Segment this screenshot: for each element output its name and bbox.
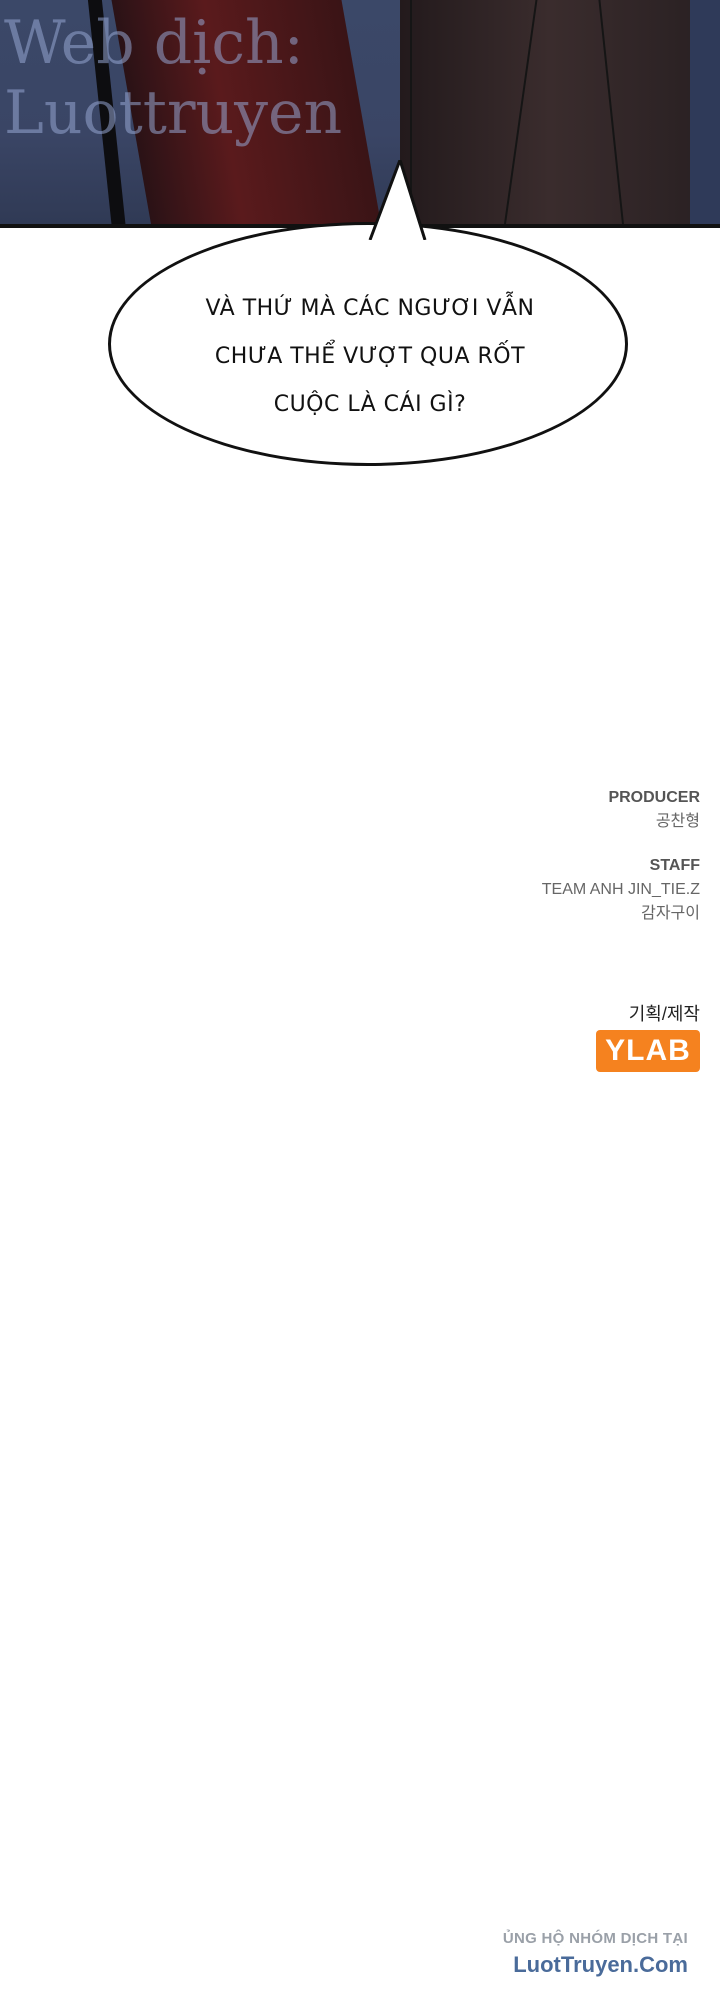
watermark-text: Web dịch: Luottruyen	[4, 8, 343, 148]
speech-bubble	[108, 222, 628, 466]
speech-bubble-tail	[368, 160, 427, 240]
producer-name: 공찬형	[655, 813, 700, 830]
planning-production-label: 기획/제작	[628, 1004, 700, 1024]
staff-name: 감자구이	[641, 905, 700, 922]
bubble-line: VÀ THỨ MÀ CÁC NGƯƠI VẪN	[205, 296, 535, 321]
dark-robe	[400, 0, 700, 224]
speech-bubble-text: VÀ THỨ MÀ CÁC NGƯƠI VẪN CHƯA THỂ VƯỢT QU…	[160, 285, 580, 429]
credits-block: PRODUCER 공찬형 STAFF TEAM ANH JIN_TIE.Z 감자…	[542, 786, 700, 926]
background-strip	[690, 0, 720, 224]
staff-name: TEAM ANH JIN_TIE.Z	[541, 881, 700, 898]
bubble-line: CUỘC LÀ CÁI GÌ?	[273, 392, 467, 417]
staff-label: STAFF	[649, 857, 700, 874]
comic-panel: Web dịch: Luottruyen	[0, 0, 720, 228]
ylab-logo: YLAB	[596, 1030, 700, 1072]
site-link[interactable]: LuotTruyen.Com	[513, 1952, 688, 1977]
robe-fold-line	[410, 0, 412, 224]
bubble-line: CHƯA THỂ VƯỢT QUA RỐT	[214, 344, 526, 369]
support-text: ỦNG HỘ NHÓM DỊCH TẠI	[502, 1930, 688, 1947]
producer-label: PRODUCER	[608, 789, 700, 806]
